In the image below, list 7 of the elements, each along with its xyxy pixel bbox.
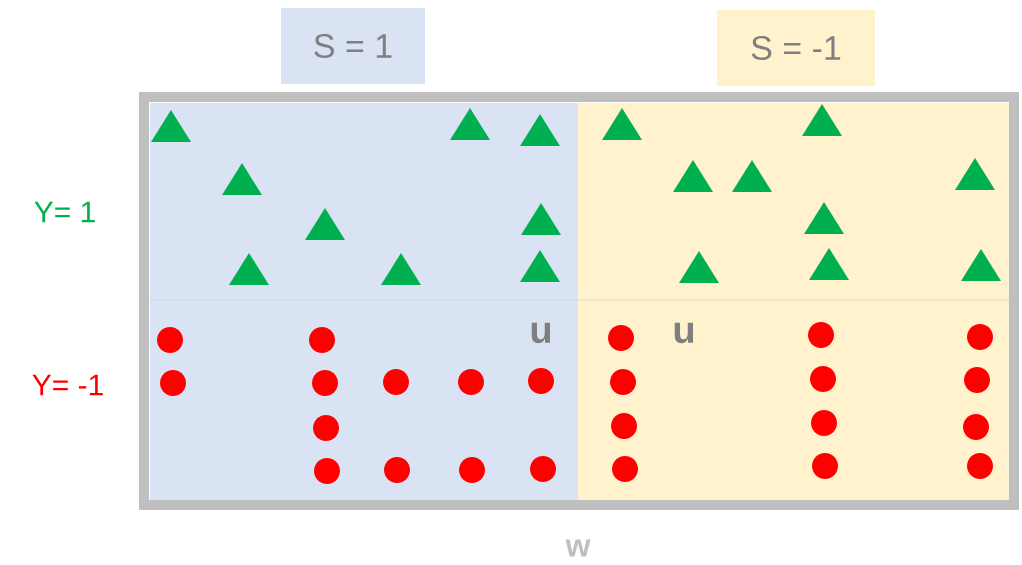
axis-label: u [531, 322, 551, 344]
axis-label: w [565, 539, 591, 557]
row-label: Y= -1 [32, 374, 103, 396]
header-box: S = -1 [717, 10, 875, 86]
axis-label: u [674, 322, 694, 344]
row-label: Y= 1 [34, 201, 95, 223]
header-box: S = 1 [281, 8, 425, 84]
